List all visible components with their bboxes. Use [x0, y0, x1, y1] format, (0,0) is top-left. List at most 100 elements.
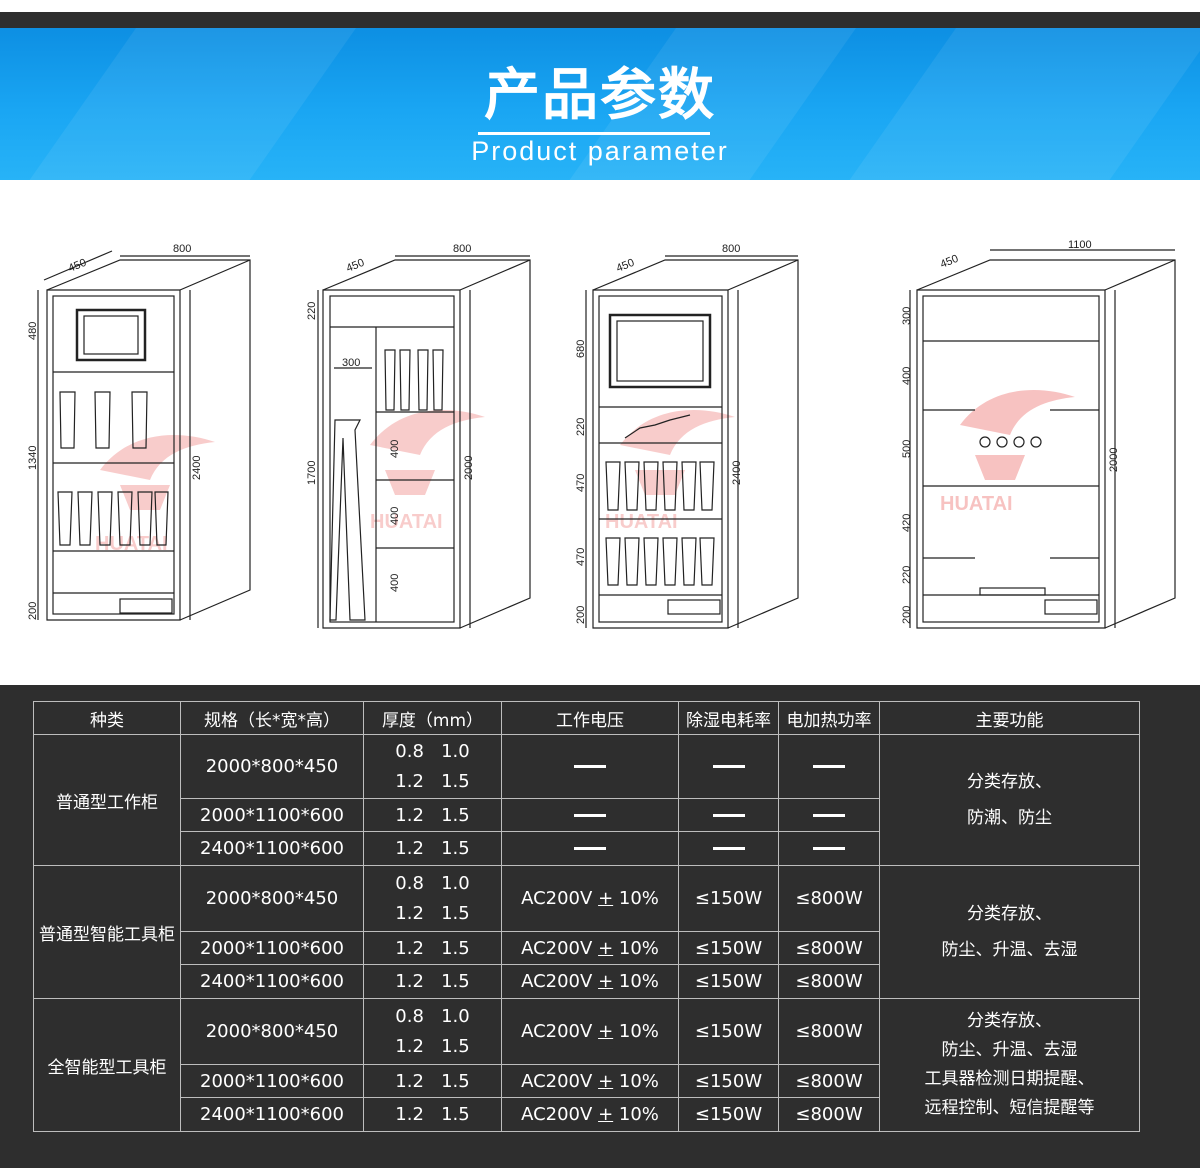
cabinet-4-depth: 450: [939, 253, 961, 271]
spec-cell: 2000*1100*600: [180, 931, 364, 965]
dash-mark: [574, 847, 606, 850]
voltage-cell: AC200V + 10%: [501, 964, 679, 999]
cabinet-2-s1: 400: [389, 440, 401, 458]
thickness-cell: 1.2 1.5: [363, 1097, 502, 1132]
cabinet-2-height: 2000: [463, 456, 475, 480]
watermark-logo: HUATAI: [370, 410, 485, 533]
watermark-logo: HUATAI: [605, 410, 735, 533]
cabinet-4-seg1: 300: [901, 307, 913, 325]
table-header-row: 种类 规格（长*宽*高） 厚度（mm） 工作电压 除湿电耗率 电加热功率 主要功…: [33, 701, 1140, 735]
table-row: 2000*1100*600 1.2 1.5 AC200V + 10% ≤150W…: [34, 1064, 1140, 1098]
watermark-text: HUATAI: [940, 493, 1013, 515]
header-spec: 规格（长*宽*高）: [180, 701, 364, 735]
heating-cell: [778, 734, 880, 799]
cabinet-3-seg3: 470: [575, 474, 587, 492]
dehumidify-cell: [678, 798, 779, 832]
top-margin: [0, 0, 1200, 12]
cabinet-1-seg2: 1340: [27, 446, 39, 470]
header-type: 种类: [33, 701, 181, 735]
cabinet-3-seg4: 470: [575, 548, 587, 566]
watermark-logo: HUATAI: [95, 435, 215, 555]
thickness-cell: 1.2 1.5: [363, 931, 502, 965]
cabinet-2-seg1: 220: [306, 302, 318, 320]
voltage-cell: AC200V + 10%: [501, 931, 679, 965]
cabinet-4-seg3: 500: [901, 440, 913, 458]
cabinet-4-top-width: 1100: [1068, 239, 1092, 251]
cabinet-3-drawing: 800 450 2400 680 220 470 470 200: [575, 243, 799, 629]
cabinet-4-seg5: 220: [901, 566, 913, 584]
cabinet-1-depth: 450: [67, 257, 89, 275]
header-function: 主要功能: [879, 701, 1140, 735]
voltage-cell: AC200V + 10%: [501, 1097, 679, 1132]
spec-cell: 2000*1100*600: [180, 798, 364, 832]
watermark-text: HUATAI: [370, 511, 443, 533]
heating-cell: ≤800W: [778, 1064, 880, 1098]
header-heating: 电加热功率: [778, 701, 880, 735]
cabinet-4-seg6: 200: [901, 606, 913, 624]
table-row: 2400*1100*600 1.2 1.5 AC200V + 10% ≤150W…: [34, 964, 1140, 999]
page-title: 产品参数: [484, 63, 716, 128]
cabinet-2-depth: 450: [345, 257, 367, 275]
table-row: 2400*1100*600 1.2 1.5 AC200V + 10% ≤150W…: [34, 1097, 1140, 1132]
dash-mark: [574, 813, 606, 817]
parameter-table: 种类 规格（长*宽*高） 厚度（mm） 工作电压 除湿电耗率 电加热功率 主要功…: [33, 701, 1140, 1132]
dehumidify-cell: ≤150W: [678, 1097, 779, 1132]
function-cell: 分类存放、防潮、防尘: [879, 734, 1140, 866]
dash-mark: [574, 765, 606, 768]
voltage-cell: AC200V + 10%: [501, 1064, 679, 1098]
table-row: 2400*1100*600 1.2 1.5: [34, 831, 1140, 866]
voltage-cell: [501, 734, 679, 799]
thickness-cell: 1.2 1.5: [363, 1064, 502, 1098]
dehumidify-cell: ≤150W: [678, 931, 779, 965]
function-cell: 分类存放、防尘、升温、去湿: [879, 865, 1140, 999]
spec-cell: 2000*800*450: [180, 998, 364, 1065]
cabinet-drawings-svg: HUATAI HUATAI HUATAI HUATAI 800 450: [27, 239, 1176, 629]
cabinet-2-top-width: 800: [453, 243, 471, 255]
cabinet-4-drawing: 1100 450 2000 300 400 500 420 220 200: [901, 239, 1176, 629]
top-strip: [0, 12, 1200, 28]
watermark-logo: HUATAI: [940, 390, 1075, 515]
title-underline: [478, 132, 710, 135]
page-subtitle: Product parameter: [471, 136, 729, 166]
dehumidify-cell: ≤150W: [678, 998, 779, 1065]
dash-mark: [813, 813, 845, 817]
spec-cell: 2000*800*450: [180, 865, 364, 932]
heating-cell: ≤800W: [778, 1097, 880, 1132]
heating-cell: [778, 798, 880, 832]
header-dehumidify: 除湿电耗率: [678, 701, 779, 735]
spec-cell: 2400*1100*600: [180, 1097, 364, 1132]
voltage-cell: [501, 798, 679, 832]
watermark-text: HUATAI: [605, 511, 678, 533]
spec-cell: 2400*1100*600: [180, 831, 364, 866]
heating-cell: ≤800W: [778, 998, 880, 1065]
type-cell: 普通型智能工具柜: [33, 865, 181, 999]
title-banner: 产品参数 Product parameter: [0, 28, 1200, 180]
heating-cell: ≤800W: [778, 931, 880, 965]
heating-cell: ≤800W: [778, 964, 880, 999]
voltage-cell: AC200V + 10%: [501, 865, 679, 932]
cabinet-3-depth: 450: [615, 257, 637, 275]
dash-mark: [712, 813, 745, 817]
cabinet-drawings: HUATAI HUATAI HUATAI HUATAI 800 450: [0, 180, 1200, 685]
thickness-cell: 1.2 1.5: [363, 798, 502, 832]
cabinet-3-seg5: 200: [575, 606, 587, 624]
voltage-cell: AC200V + 10%: [501, 998, 679, 1065]
cabinet-3-seg1: 680: [575, 340, 587, 358]
cabinet-2-drawing: 800 450 2000 220 1700 300 400 400 400: [306, 243, 531, 629]
cabinet-1-seg1: 480: [27, 322, 39, 340]
dash-mark: [712, 765, 745, 768]
cabinet-1-height: 2400: [191, 456, 203, 480]
dehumidify-cell: ≤150W: [678, 964, 779, 999]
dehumidify-cell: ≤150W: [678, 865, 779, 932]
cabinet-2-seg2: 1700: [306, 461, 318, 485]
dash-mark: [712, 847, 745, 850]
cabinet-4-seg4: 420: [901, 514, 913, 532]
dehumidify-cell: [678, 734, 779, 799]
thickness-cell: 1.2 1.5: [363, 964, 502, 999]
type-cell: 全智能型工具柜: [33, 998, 181, 1132]
